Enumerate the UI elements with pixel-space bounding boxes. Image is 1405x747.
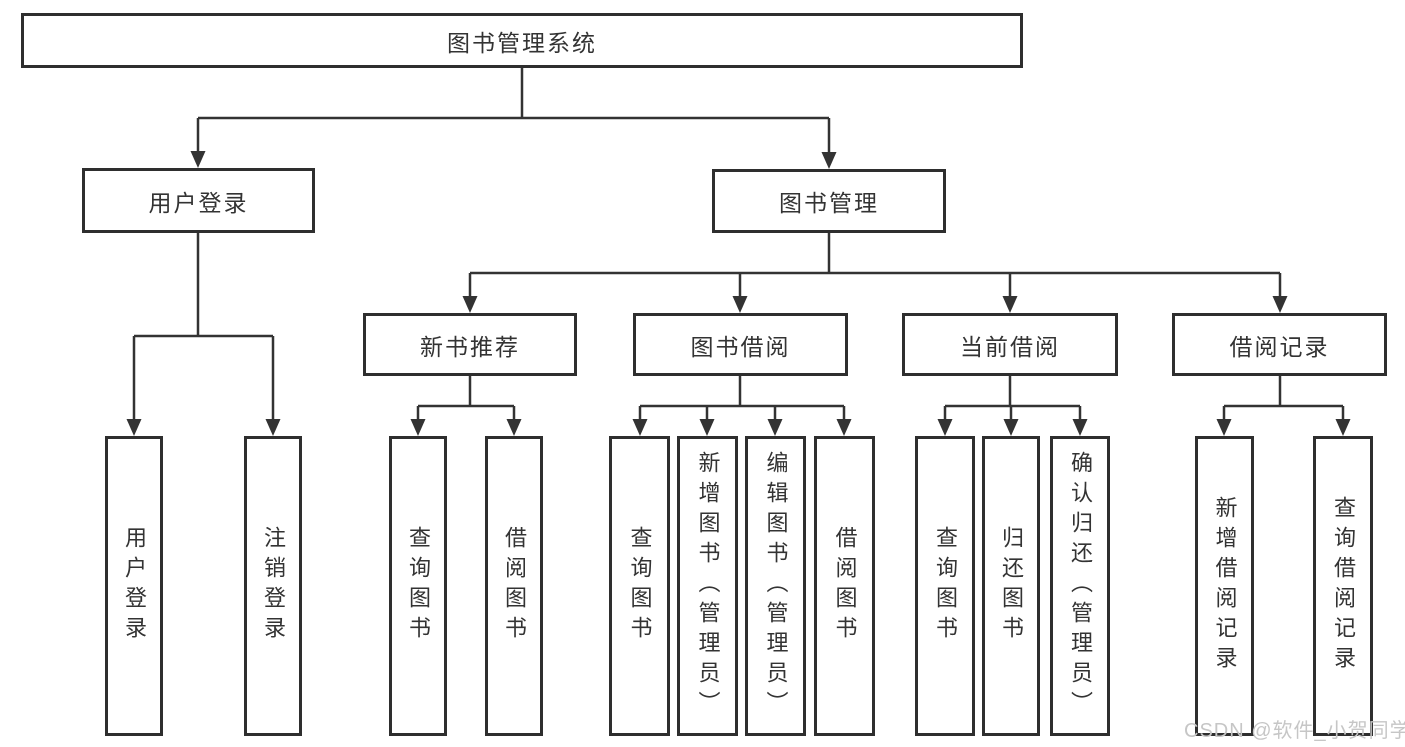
node-label: 新书推荐 <box>420 333 520 360</box>
leaf-label: 用户登录 <box>122 526 147 646</box>
node-current-borrowing: 当前借阅 <box>902 313 1118 376</box>
leaf-query-books-recommend: 查询图书 <box>389 436 447 736</box>
csdn-watermark: CSDN @软件_小贺同学 <box>1184 720 1405 742</box>
node-label: 借阅记录 <box>1229 333 1330 360</box>
node-label: 图书管理 <box>779 190 879 216</box>
leaf-label: 确认归还（管理员） <box>1068 451 1093 721</box>
node-new-book-recommend: 新书推荐 <box>363 313 577 376</box>
leaf-edit-books-admin: 编辑图书（管理员） <box>745 436 806 736</box>
leaf-borrow-books-recommend: 借阅图书 <box>485 436 543 736</box>
node-user-login: 用户登录 <box>82 168 315 233</box>
leaf-label: 编辑图书（管理员） <box>763 451 789 721</box>
leaf-label: 借阅图书 <box>832 526 858 646</box>
leaf-label: 注销登录 <box>261 526 286 646</box>
leaf-confirm-return-admin: 确认归还（管理员） <box>1050 436 1110 736</box>
leaf-add-borrow-record: 新增借阅记录 <box>1195 436 1254 736</box>
leaf-label: 归还图书 <box>999 526 1024 646</box>
leaf-return-books: 归还图书 <box>982 436 1040 736</box>
leaf-label: 新增图书（管理员） <box>695 451 721 721</box>
node-label: 图书管理系统 <box>447 29 597 56</box>
leaf-label: 借阅图书 <box>502 526 527 646</box>
node-library-management-system: 图书管理系统 <box>21 13 1023 68</box>
leaf-user-login: 用户登录 <box>105 436 163 736</box>
leaf-label: 查询图书 <box>406 526 431 646</box>
node-book-borrowing: 图书借阅 <box>633 313 848 376</box>
leaf-logout-login: 注销登录 <box>244 436 302 736</box>
leaf-add-books-admin: 新增图书（管理员） <box>677 436 738 736</box>
node-book-management: 图书管理 <box>712 169 946 233</box>
leaf-label: 新增借阅记录 <box>1212 496 1238 676</box>
node-label: 用户登录 <box>148 189 249 216</box>
leaf-query-borrow-record: 查询借阅记录 <box>1313 436 1373 736</box>
leaf-query-books-current: 查询图书 <box>915 436 975 736</box>
leaf-label: 查询借阅记录 <box>1331 496 1356 676</box>
node-label: 图书借阅 <box>690 333 791 360</box>
leaf-borrow-books: 借阅图书 <box>814 436 875 736</box>
node-label: 当前借阅 <box>960 333 1060 360</box>
leaf-label: 查询图书 <box>627 526 653 646</box>
node-borrowing-records: 借阅记录 <box>1172 313 1387 376</box>
leaf-label: 查询图书 <box>933 526 958 646</box>
leaf-query-books-borrow: 查询图书 <box>609 436 670 736</box>
